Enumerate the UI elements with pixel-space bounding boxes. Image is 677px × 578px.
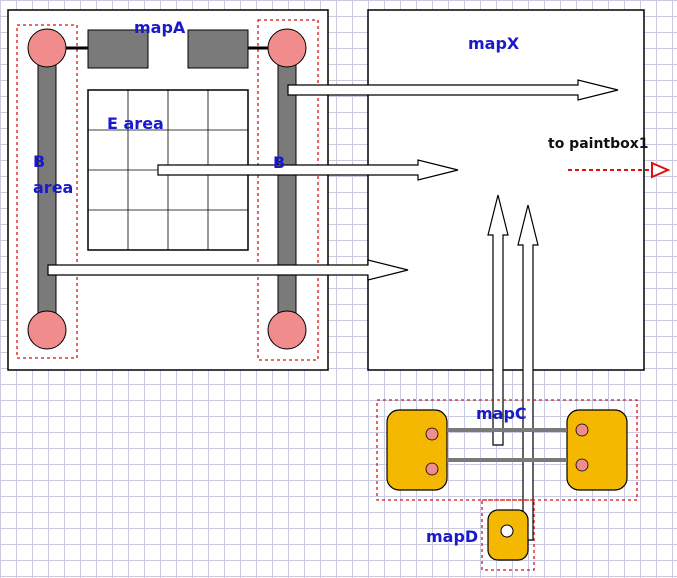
- map-c-right-dot-bottom: [575, 458, 589, 472]
- map-a-block-left: [87, 29, 149, 69]
- map-d-selection: [481, 499, 535, 571]
- b-right-bottom-circle: [267, 310, 307, 350]
- arrow-map-d-to-mapx: [517, 204, 539, 541]
- map-d-dot: [500, 524, 514, 538]
- map-a-block-right: [187, 29, 249, 69]
- map-x-panel: [367, 9, 645, 371]
- arrow-b-left-to-mapx: [47, 259, 409, 281]
- map-c-right-dot-top: [575, 423, 589, 437]
- map-a-label: mapA: [134, 18, 186, 37]
- to-paintbox-label: to paintbox1: [548, 136, 649, 152]
- map-c-left-dot-top: [425, 427, 439, 441]
- arrow-b-right-to-mapx: [287, 79, 619, 101]
- map-d-label: mapD: [426, 527, 478, 546]
- map-c-block-left: [386, 409, 448, 491]
- b-area-right-selection: [257, 19, 319, 361]
- b-area-left-label-line1: B: [33, 152, 45, 171]
- b-area-left-selection: [16, 24, 78, 359]
- map-c-block-right: [566, 409, 628, 491]
- b-area-left-label-line2: area: [33, 178, 73, 197]
- b-left-bottom-circle: [27, 310, 67, 350]
- e-area-label: E area: [107, 114, 164, 133]
- b-left-top-circle: [27, 28, 67, 68]
- paintbox-arrowhead: [651, 161, 671, 179]
- map-c-left-dot-bottom: [425, 462, 439, 476]
- b-right-label: B: [273, 153, 285, 172]
- map-c-label: mapC: [476, 404, 527, 423]
- map-x-label: mapX: [468, 34, 520, 53]
- b-right-top-circle: [267, 28, 307, 68]
- arrow-e-area-to-mapx: [157, 159, 459, 181]
- arrow-map-c-to-mapx: [487, 194, 509, 446]
